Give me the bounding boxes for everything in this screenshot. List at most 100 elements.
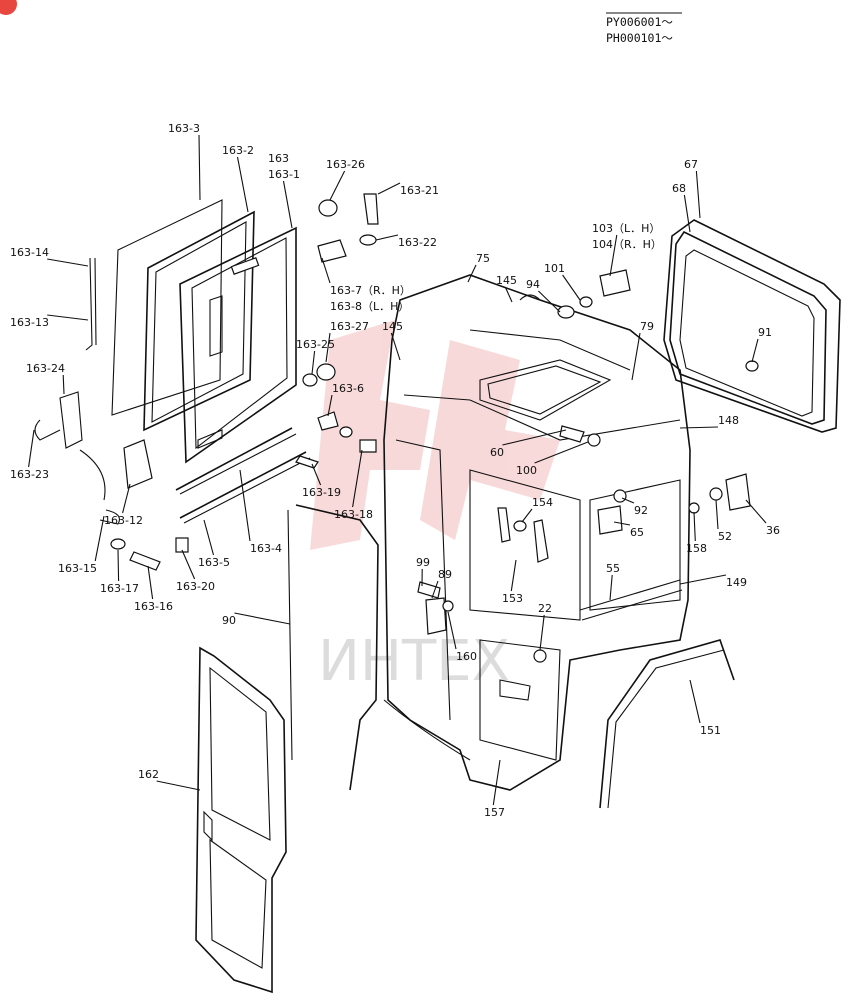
leader-line [689, 679, 701, 724]
leader-line [390, 332, 401, 361]
watermark [310, 320, 560, 550]
leader-line [539, 614, 545, 651]
part-label: 163-2 [222, 144, 254, 157]
part-label: 163-25 [296, 338, 335, 351]
part-label: 163-5 [198, 556, 230, 569]
part-label: 163-3 [168, 122, 200, 135]
part-label: 22 [538, 602, 552, 615]
part-label: 163-27 [330, 320, 369, 333]
part-label: 163-13 [10, 316, 49, 329]
leader-line [534, 441, 589, 464]
part-label: 90 [222, 614, 236, 627]
leader-line [679, 574, 727, 585]
part-label: 55 [606, 562, 620, 575]
part-label: 75 [476, 252, 490, 265]
leader-line [510, 559, 517, 592]
leader-line [562, 274, 581, 301]
leader-line [683, 194, 691, 233]
part-label: 163-1 [268, 168, 300, 181]
leader-line [203, 519, 215, 556]
leader-line [613, 521, 631, 526]
part-label: 94 [526, 278, 540, 291]
part-label: 163-21 [400, 184, 439, 197]
leader-line [538, 290, 561, 313]
leader-line [609, 574, 613, 601]
part-label: 92 [634, 504, 648, 517]
leader-line [62, 374, 65, 395]
leader-line [181, 549, 196, 580]
leader-line [325, 332, 331, 363]
leader-line [198, 134, 201, 201]
part-label: 68 [672, 182, 686, 195]
leader-line [311, 463, 322, 486]
part-label: 163-22 [398, 236, 437, 249]
part-label: 89 [438, 568, 452, 581]
leader-line [236, 156, 249, 213]
leader-line [28, 429, 35, 468]
leader-line [239, 469, 251, 542]
door-window-assembly [34, 193, 379, 571]
side-window [663, 219, 841, 433]
leader-line [47, 258, 89, 267]
leader-line [715, 499, 719, 530]
part-label: 79 [640, 320, 654, 333]
leader-line [609, 234, 618, 277]
part-label: 52 [718, 530, 732, 543]
part-label: 163-4 [250, 542, 282, 555]
part-label: 99 [416, 556, 430, 569]
part-label: 104（R．H） [592, 238, 662, 251]
callout-labels: 163-3163-2163163-1163-26163-21163-22163-… [10, 122, 780, 819]
part-label: 163-16 [134, 600, 173, 613]
leader-line [502, 429, 567, 446]
part-label: 163-7（R．H） [330, 284, 411, 297]
leader-line [311, 350, 316, 375]
part-label: 163-24 [26, 362, 65, 375]
leader-line [352, 449, 363, 508]
leader-line [147, 565, 154, 600]
leader-line [467, 264, 477, 283]
part-label: 158 [686, 542, 707, 555]
part-label: 163-19 [302, 486, 341, 499]
leader-line [679, 426, 719, 429]
part-label: 163-26 [326, 158, 365, 171]
leader-line [504, 286, 513, 303]
leader-line [631, 332, 641, 381]
part-label: 163-18 [334, 508, 373, 521]
part-label: 163-20 [176, 580, 215, 593]
part-label: 145 [496, 274, 517, 287]
part-label: 163-8（L．H） [330, 300, 409, 313]
part-label: 36 [766, 524, 780, 537]
leader-line [282, 180, 293, 229]
part-label: 67 [684, 158, 698, 171]
part-label: 60 [490, 446, 504, 459]
leader-line [327, 394, 333, 417]
corner-badge [0, 0, 17, 15]
serial-number-1: PY006001～ [606, 15, 673, 29]
leader-line [156, 780, 201, 791]
part-label: 162 [138, 768, 159, 781]
leader-line [329, 170, 346, 201]
part-label: 91 [758, 326, 772, 339]
leader-line [94, 515, 105, 562]
leader-line [375, 234, 399, 241]
cab-body [383, 269, 735, 809]
part-label: 101 [544, 262, 565, 275]
part-label: 149 [726, 576, 747, 589]
latch-hardware-right [688, 473, 751, 514]
part-label: 65 [630, 526, 644, 539]
leader-line [695, 170, 701, 219]
part-label: 163-15 [58, 562, 97, 575]
part-label: 163-14 [10, 246, 49, 259]
part-label: 145 [382, 320, 403, 333]
leader-line [751, 338, 759, 363]
door-panel [195, 504, 379, 994]
leader-line [745, 499, 767, 524]
serial-number-2: PH000101～ [606, 31, 673, 45]
part-label: 163-12 [104, 514, 143, 527]
leader-line [447, 611, 457, 650]
part-label: 153 [502, 592, 523, 605]
part-label: 163-17 [100, 582, 139, 595]
part-label: 154 [532, 496, 553, 509]
part-label: 157 [484, 806, 505, 819]
